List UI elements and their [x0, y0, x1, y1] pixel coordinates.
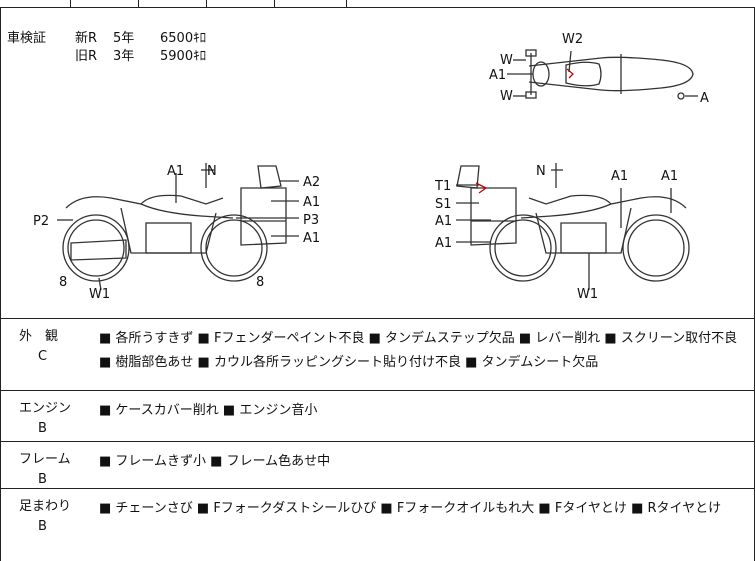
label-right-s1: S1: [435, 197, 452, 212]
label-top-w-upper: W: [500, 53, 513, 68]
label-left-n: N: [207, 164, 217, 179]
motorcycle-diagrams: W A1 W W2 A: [33, 32, 709, 302]
label-left-a1: A1: [167, 164, 184, 179]
section-suspension: 足まわり B ■ チェーンさび ■ Fフォークダストシールひび ■ Fフォークオ…: [0, 489, 755, 561]
section-frame: フレーム B ■ フレームきず小 ■ フレーム色あせ中: [0, 442, 755, 489]
inspection-price-old: 5900ｷﾛ: [160, 49, 207, 64]
section-engine-name: エンジン: [19, 401, 72, 416]
label-left-a1b: A1: [303, 195, 320, 210]
section-engine-grade: B: [38, 421, 47, 436]
label-right-w1: W1: [577, 287, 598, 302]
top-view-motorcycle: [507, 49, 698, 100]
label-left-num-front: 8: [59, 275, 67, 290]
label-left-num-rear: 8: [256, 275, 264, 290]
section-frame-notes: ■ フレームきず小 ■ フレーム色あせ中: [99, 454, 331, 469]
top-grid-remnant: [0, 0, 755, 8]
left-view-motorcycle: [57, 163, 299, 291]
inspection-label: 車検証: [7, 31, 47, 46]
label-left-a2: A2: [303, 175, 320, 190]
section-frame-name: フレーム: [19, 452, 71, 467]
label-right-a1d: A1: [435, 236, 452, 251]
label-top-w2: W2: [562, 32, 583, 47]
label-top-a1: A1: [489, 68, 506, 83]
inspection-type-new: 新R: [75, 31, 98, 46]
label-left-p2: P2: [33, 214, 49, 229]
damage-diagram-area: 車検証 新R 5年 6500ｷﾛ 旧R 3年 5900ｷﾛ: [0, 8, 755, 319]
label-left-p3: P3: [303, 213, 319, 228]
section-suspension-grade: B: [38, 519, 47, 534]
inspection-years-old: 3年: [113, 49, 135, 64]
section-engine: エンジン B ■ ケースカバー削れ ■ エンジン音小: [0, 391, 755, 442]
section-exterior: 外 観 C ■ 各所うすきず ■ Fフェンダーペイント不良 ■ タンデムステップ…: [0, 319, 755, 391]
section-exterior-notes: ■ 各所うすきず ■ Fフェンダーペイント不良 ■ タンデムステップ欠品 ■ レ…: [99, 331, 738, 370]
label-left-a1c: A1: [303, 231, 320, 246]
section-exterior-grade: C: [38, 349, 48, 364]
section-exterior-name: 外 観: [19, 329, 59, 344]
label-top-a: A: [700, 91, 709, 106]
label-left-w1: W1: [89, 287, 110, 302]
section-engine-notes: ■ ケースカバー削れ ■ エンジン音小: [99, 403, 318, 418]
label-right-a1c: A1: [435, 214, 452, 229]
right-view-motorcycle: [456, 163, 690, 290]
inspection-price-new: 6500ｷﾛ: [160, 31, 207, 46]
inspection-years-new: 5年: [113, 31, 135, 46]
label-right-a1b: A1: [661, 169, 678, 184]
section-frame-grade: B: [38, 472, 47, 487]
label-right-n: N: [536, 164, 546, 179]
label-right-a1: A1: [611, 169, 628, 184]
section-suspension-name: 足まわり: [19, 499, 72, 514]
label-right-t1: T1: [434, 179, 451, 194]
label-top-w-lower: W: [500, 89, 513, 104]
inspection-type-old: 旧R: [75, 49, 98, 64]
section-suspension-notes: ■ チェーンさび ■ Fフォークダストシールひび ■ Fフォークオイルもれ大 ■…: [99, 501, 722, 516]
